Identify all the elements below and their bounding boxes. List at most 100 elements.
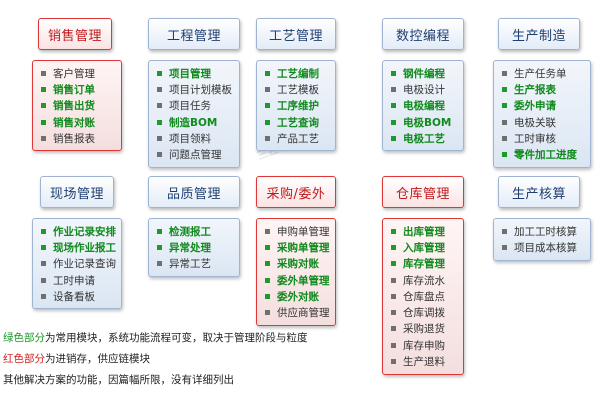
module-item-label: 作业记录安排	[53, 225, 116, 238]
square-bullet-icon	[157, 152, 162, 158]
module-item: 设备看板	[37, 288, 115, 304]
module-item-label: 电极BOM	[403, 116, 452, 129]
module-item: 项目计划模板	[153, 81, 233, 97]
square-bullet-icon	[502, 86, 507, 92]
square-bullet-icon	[265, 135, 270, 141]
square-bullet-icon	[265, 70, 270, 76]
module-item-label: 委外对账	[277, 290, 319, 303]
square-bullet-icon	[157, 103, 162, 109]
module-item-label: 项目计划模板	[169, 83, 232, 96]
module-item: 供应商管理	[261, 304, 330, 320]
module-item: 钢件编程	[387, 65, 457, 81]
module-header: 数控编程	[382, 18, 464, 50]
module-item-label: 委外申请	[514, 100, 556, 113]
module-item: 检测报工	[153, 223, 233, 239]
legend-green-label: 绿色部分	[3, 332, 45, 344]
square-bullet-icon	[41, 261, 46, 267]
module-item: 采购退货	[387, 321, 457, 337]
module-item-label: 钢件编程	[403, 67, 445, 80]
module-item-label: 销售报表	[53, 132, 95, 145]
module-item: 库存申购	[387, 337, 457, 353]
square-bullet-icon	[391, 310, 396, 316]
legend-green: 绿色部分为常用模块，系统功能流程可变，取决于管理阶段与粒度	[3, 330, 308, 345]
square-bullet-icon	[502, 103, 507, 109]
module-item: 仓库调拨	[387, 304, 457, 320]
module-item: 异常工艺	[153, 256, 233, 272]
square-bullet-icon	[502, 135, 507, 141]
square-bullet-icon	[391, 119, 396, 125]
module-item: 问题点管理	[153, 146, 233, 162]
square-bullet-icon	[391, 70, 396, 76]
square-bullet-icon	[41, 228, 46, 234]
square-bullet-icon	[157, 135, 162, 141]
module-item-list: 作业记录安排现场作业报工作业记录查询工时申请设备看板	[32, 218, 122, 310]
square-bullet-icon	[391, 244, 396, 250]
module-item-label: 生产退料	[403, 356, 445, 369]
module-item-list: 客户管理销售订单销售出货销售对账销售报表	[32, 60, 122, 152]
square-bullet-icon	[391, 228, 396, 234]
module-item-label: 库存申购	[403, 339, 445, 352]
module-item: 销售对账	[37, 114, 115, 130]
module-item-label: 产品工艺	[277, 132, 319, 145]
square-bullet-icon	[391, 359, 396, 365]
module-item-label: 电极编程	[403, 100, 445, 113]
module-item: 申购单管理	[261, 223, 330, 239]
square-bullet-icon	[157, 261, 162, 267]
module-item: 仓库盘点	[387, 288, 457, 304]
square-bullet-icon	[502, 70, 507, 76]
module-item: 采购对账	[261, 256, 329, 272]
module-item: 生产退料	[387, 353, 457, 369]
module-item-list: 工艺编制工艺模板工序维护工艺查询产品工艺	[256, 60, 336, 152]
square-bullet-icon	[502, 119, 507, 125]
module-item: 出库管理	[387, 223, 457, 239]
module-item: 工艺模板	[261, 81, 329, 97]
square-bullet-icon	[265, 310, 270, 316]
square-bullet-icon	[265, 261, 270, 267]
module-item: 采购单管理	[261, 239, 330, 255]
module-item-label: 异常处理	[169, 241, 211, 254]
module-item: 工艺编制	[261, 65, 329, 81]
module-item: 项目管理	[153, 65, 233, 81]
module-item-label: 项目成本核算	[514, 241, 577, 254]
module-item: 客户管理	[37, 65, 115, 81]
legend-red-desc: 为进销存，供应链模块	[45, 353, 150, 365]
legend-red-label: 红色部分	[3, 353, 45, 365]
module-item: 委外单管理	[261, 272, 330, 288]
module-item-label: 采购退货	[403, 323, 445, 336]
module-item-list: 出库管理入库管理库存管理库存流水仓库盘点仓库调拨采购退货库存申购生产退料	[382, 218, 464, 375]
module-item: 项目任务	[153, 98, 233, 114]
module-item-label: 工艺模板	[277, 83, 319, 96]
module-item-label: 库存流水	[403, 274, 445, 287]
square-bullet-icon	[265, 244, 270, 250]
module-item-label: 销售出货	[53, 100, 95, 113]
square-bullet-icon	[41, 293, 46, 299]
square-bullet-icon	[391, 103, 396, 109]
square-bullet-icon	[391, 86, 396, 92]
module-item-label: 委外单管理	[277, 274, 330, 287]
module-item-label: 作业记录查询	[53, 258, 116, 271]
module-header: 工程管理	[148, 18, 240, 50]
legend-note: 其他解决方案的功能，因篇幅所限，没有详细列出	[3, 374, 234, 386]
module-item-label: 库存管理	[403, 258, 445, 271]
module-item: 电极编程	[387, 98, 457, 114]
square-bullet-icon	[265, 86, 270, 92]
module-item: 零件加工进度	[498, 146, 584, 162]
module-item: 电极工艺	[387, 130, 457, 146]
module-header: 采购/委外	[256, 176, 336, 208]
module-item-list: 申购单管理采购单管理采购对账委外单管理委外对账供应商管理	[256, 218, 336, 326]
module-item-label: 采购单管理	[277, 241, 330, 254]
square-bullet-icon	[502, 152, 507, 158]
legend-red: 红色部分为进销存，供应链模块	[3, 351, 150, 366]
module-item: 加工工时核算	[498, 223, 584, 239]
module-item: 入库管理	[387, 239, 457, 255]
module-item-label: 销售对账	[53, 116, 95, 129]
square-bullet-icon	[41, 135, 46, 141]
square-bullet-icon	[391, 326, 396, 332]
module-header: 品质管理	[148, 176, 240, 208]
square-bullet-icon	[391, 342, 396, 348]
square-bullet-icon	[41, 119, 46, 125]
module-item: 生产报表	[498, 81, 584, 97]
module-item-label: 采购对账	[277, 258, 319, 271]
module-item-label: 工时审核	[514, 132, 556, 145]
